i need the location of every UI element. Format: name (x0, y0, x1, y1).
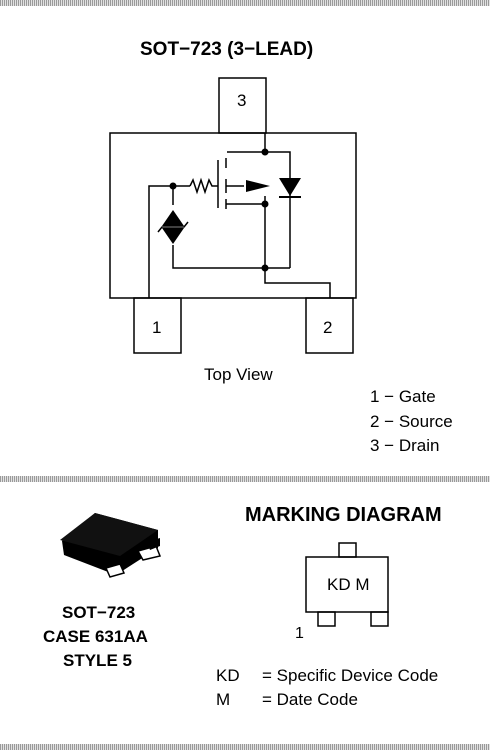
top-view-label: Top View (204, 365, 273, 384)
body-arrow (246, 180, 270, 192)
package-case: CASE 631AA (43, 627, 148, 646)
pin-3-tab (218, 77, 267, 134)
marking-pin1-label: 1 (295, 625, 304, 642)
marking-title: MARKING DIAGRAM (245, 504, 442, 526)
legend-drain: 3 − Drain (370, 436, 440, 455)
package-3d-icon (60, 513, 162, 578)
top-rule (0, 0, 490, 6)
junction-dots (169, 148, 269, 272)
legend-gate: 1 − Gate (370, 387, 436, 406)
pin-2-label: 2 (323, 318, 333, 337)
pin-1-label: 1 (152, 318, 162, 337)
pin-3-label: 3 (237, 91, 247, 110)
marking-code-text: KD M (327, 575, 370, 594)
code-m: M (216, 690, 231, 709)
code-m-desc: = Date Code (262, 690, 358, 709)
legend-source: 2 − Source (370, 412, 453, 431)
code-kd: KD (216, 666, 240, 685)
code-kd-desc: = Specific Device Code (262, 666, 439, 685)
body-diode (279, 178, 301, 196)
marking-package (305, 542, 389, 627)
zener-diode-upper (162, 210, 184, 226)
middle-rule (0, 476, 490, 482)
package-title: SOT−723 (3−LEAD) (140, 39, 314, 60)
package-style: STYLE 5 (63, 651, 132, 670)
bottom-rule (0, 744, 490, 750)
package-name: SOT−723 (62, 603, 136, 622)
pin-1-tab (133, 297, 182, 354)
zener-diode-lower (162, 228, 184, 244)
package-body (109, 132, 357, 299)
